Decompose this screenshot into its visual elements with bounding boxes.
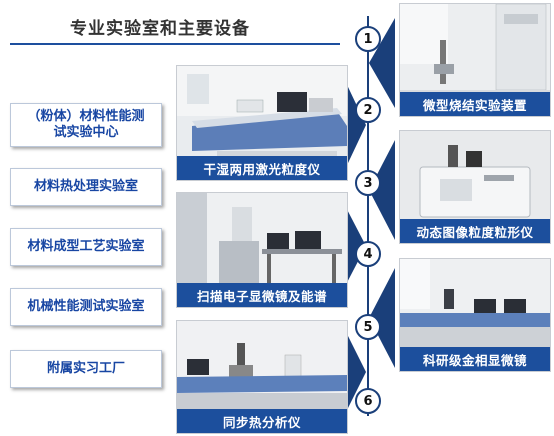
photo-thermal-analyzer: 同步热分析仪 [176,320,348,434]
equipment-caption: 科研级金相显微镜 [400,347,550,371]
step-number: 5 [355,314,381,340]
lab-label: 附属实习工厂 [46,361,125,376]
step-number: 2 [355,97,381,123]
lab-practice-factory: 附属实习工厂 [10,350,162,388]
lab-mechanical-testing: 机械性能测试实验室 [10,288,162,326]
lab-label: （粉体）材料性能测试实验中心 [27,109,145,140]
equipment-caption: 微型烧结实验装置 [400,92,550,116]
equipment-caption: 干湿两用激光粒度仪 [177,156,347,180]
step-number: 3 [355,170,381,196]
timeline-line [367,16,369,416]
equipment-caption: 扫描电子显微镜及能谱 [177,283,347,307]
equipment-caption: 动态图像粒度粒形仪 [400,219,550,243]
photo-metallographic-microscope: 科研级金相显微镜 [399,258,551,372]
lab-photo-image [177,66,347,180]
lab-materials-testing-center: （粉体）材料性能测试实验中心 [10,103,162,147]
equipment-caption: 同步热分析仪 [177,409,347,433]
page-title: 专业实验室和主要设备 [70,19,250,39]
step-number: 1 [355,26,381,52]
photo-laser-particle-analyzer: 干湿两用激光粒度仪 [176,65,348,181]
lab-label: 材料热处理实验室 [33,179,138,194]
photo-sem-eds: 扫描电子显微镜及能谱 [176,192,348,308]
title-underline [10,43,340,45]
lab-label: 机械性能测试实验室 [27,299,145,314]
lab-label: 材料成型工艺实验室 [27,239,145,254]
photo-dynamic-image-analyzer: 动态图像粒度粒形仪 [399,130,551,244]
step-number: 4 [355,241,381,267]
step-number: 6 [355,388,381,414]
photo-micro-sintering: 微型烧结实验装置 [399,3,551,117]
lab-forming-process: 材料成型工艺实验室 [10,228,162,266]
lab-heat-treatment: 材料热处理实验室 [10,168,162,206]
